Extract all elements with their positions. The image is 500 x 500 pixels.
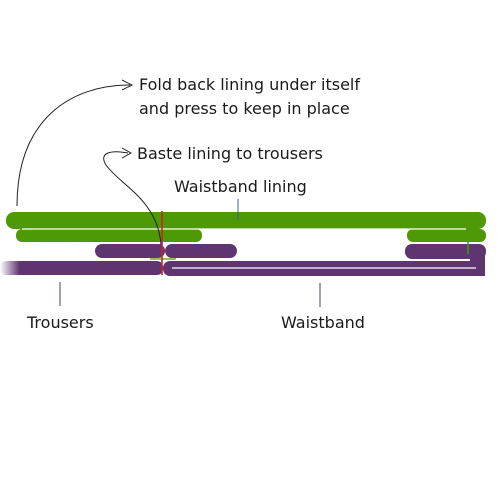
trousers-label: Trousers (26, 313, 94, 332)
lining-fold-under (16, 229, 202, 242)
trousers-seam-allowance (95, 244, 165, 258)
baste-arrow (103, 151, 162, 246)
fold-back-arrowhead (121, 79, 134, 91)
waistband-inner-fold (405, 244, 486, 259)
waistband-lining-label: Waistband lining (174, 177, 307, 196)
baste-arrowhead (121, 147, 133, 159)
trousers-fabric (0, 261, 163, 275)
lining-right-fold (407, 229, 486, 242)
waistband-label: Waistband (281, 313, 365, 332)
fold-back-arrow (16, 84, 131, 207)
baste-label: Baste lining to trousers (137, 144, 323, 163)
waistband-lining (6, 212, 486, 229)
waistband-seam-allowance (165, 244, 237, 258)
fold-back-label-line2: and press to keep in place (139, 99, 350, 118)
fold-back-label-line1: Fold back lining under itself (139, 75, 360, 94)
